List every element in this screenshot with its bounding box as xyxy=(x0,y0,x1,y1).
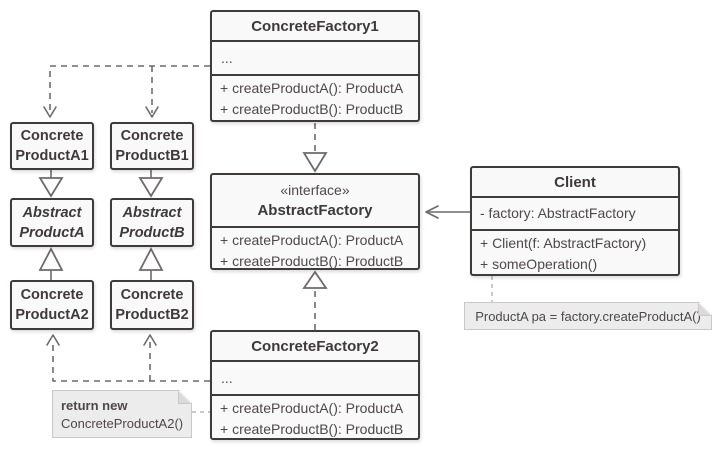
dependency-cf2-products-line xyxy=(52,340,210,382)
class-concrete-product-a1: Concrete ProductA1 xyxy=(10,122,94,170)
class-title-line2: ProductA1 xyxy=(15,148,89,164)
class-title-line2: ProductA2 xyxy=(15,307,89,323)
method-create-product-b: + createProductB(): ProductB xyxy=(220,101,404,117)
arrowhead-cf2-producta2 xyxy=(46,334,60,346)
method-create-product-b: + createProductB(): ProductB xyxy=(220,253,404,269)
class-title: ConcreteFactory2 xyxy=(212,332,418,362)
class-title-line2: ProductB xyxy=(119,224,185,241)
arrowhead-cf1-producta1 xyxy=(43,106,57,118)
generalization-cpa2-apa-triangle xyxy=(38,247,64,271)
method-create-product-a: + createProductA(): ProductA xyxy=(220,232,404,248)
class-title-line1: Concrete xyxy=(120,287,184,303)
class-title: AbstractFactory xyxy=(257,202,373,219)
class-title-line1: Concrete xyxy=(20,128,84,144)
class-concrete-product-b1: Concrete ProductB1 xyxy=(110,122,194,170)
note-text: ProductA pa = factory.createProductA() xyxy=(475,308,701,324)
class-methods: + createProductA(): ProductA + createPro… xyxy=(212,228,418,272)
generalization-cpb1-apb-triangle xyxy=(138,177,164,198)
generalization-cpa1-apa-triangle xyxy=(38,177,64,198)
class-header: «interface» AbstractFactory xyxy=(212,175,418,228)
method-create-product-a: + createProductA(): ProductA xyxy=(220,400,404,416)
arrowhead-client-af xyxy=(425,205,439,219)
class-fields-placeholder: ... xyxy=(212,42,418,76)
method-create-product-a: + createProductA(): ProductA xyxy=(220,80,404,96)
method-create-product-b: + createProductB(): ProductB xyxy=(220,421,404,437)
realization-cf1-af-triangle xyxy=(302,152,328,173)
class-methods: + createProductA(): ProductA + createPro… xyxy=(212,76,418,120)
class-title-line1: Concrete xyxy=(20,287,84,303)
class-concrete-factory-2: ConcreteFactory2 ... + createProductA():… xyxy=(210,330,420,440)
class-methods: + createProductA(): ProductA + createPro… xyxy=(212,396,418,440)
class-title-line1: Abstract xyxy=(22,204,82,221)
method-client-constructor: + Client(f: AbstractFactory) xyxy=(480,235,647,251)
generalization-cpb2-apb-triangle xyxy=(138,247,164,271)
class-title: ConcreteFactory1 xyxy=(212,12,418,42)
class-attributes: - factory: AbstractFactory xyxy=(472,198,678,231)
note-line1: return new xyxy=(61,397,183,415)
class-title-line1: Concrete xyxy=(120,128,184,144)
class-title-line2: ProductB2 xyxy=(115,307,189,323)
class-abstract-product-a: Abstract ProductA xyxy=(10,198,94,247)
class-concrete-product-b2: Concrete ProductB2 xyxy=(110,280,194,330)
class-abstract-factory: «interface» AbstractFactory + createProd… xyxy=(210,173,420,270)
method-some-operation: + someOperation() xyxy=(480,256,598,272)
class-abstract-product-b: Abstract ProductB xyxy=(110,198,194,247)
class-title: Client xyxy=(472,168,678,198)
note-client-code: ProductA pa = factory.createProductA() xyxy=(464,302,712,330)
attribute-factory: - factory: AbstractFactory xyxy=(480,205,636,221)
interface-stereotype: «interface» xyxy=(280,182,350,198)
class-client: Client - factory: AbstractFactory + Clie… xyxy=(470,166,680,276)
class-concrete-product-a2: Concrete ProductA2 xyxy=(10,280,94,330)
dependency-cf1-products-line xyxy=(49,65,210,113)
realization-cf2-af-triangle xyxy=(302,270,328,289)
arrowhead-cf1-productb1 xyxy=(145,106,159,118)
class-title-line1: Abstract xyxy=(122,204,182,221)
class-title-line2: ProductA xyxy=(19,224,85,241)
note-keyword: return new xyxy=(61,398,128,413)
class-fields-placeholder: ... xyxy=(212,362,418,396)
class-methods: + Client(f: AbstractFactory) + someOpera… xyxy=(472,231,678,275)
class-concrete-factory-1: ConcreteFactory1 ... + createProductA():… xyxy=(210,10,420,122)
arrowhead-cf2-productb2 xyxy=(143,334,157,346)
note-line2: ConcreteProductA2() xyxy=(61,416,184,431)
class-title-line2: ProductB1 xyxy=(115,148,189,164)
note-return-new-concrete-product-a2: return new ConcreteProductA2() xyxy=(52,390,192,438)
